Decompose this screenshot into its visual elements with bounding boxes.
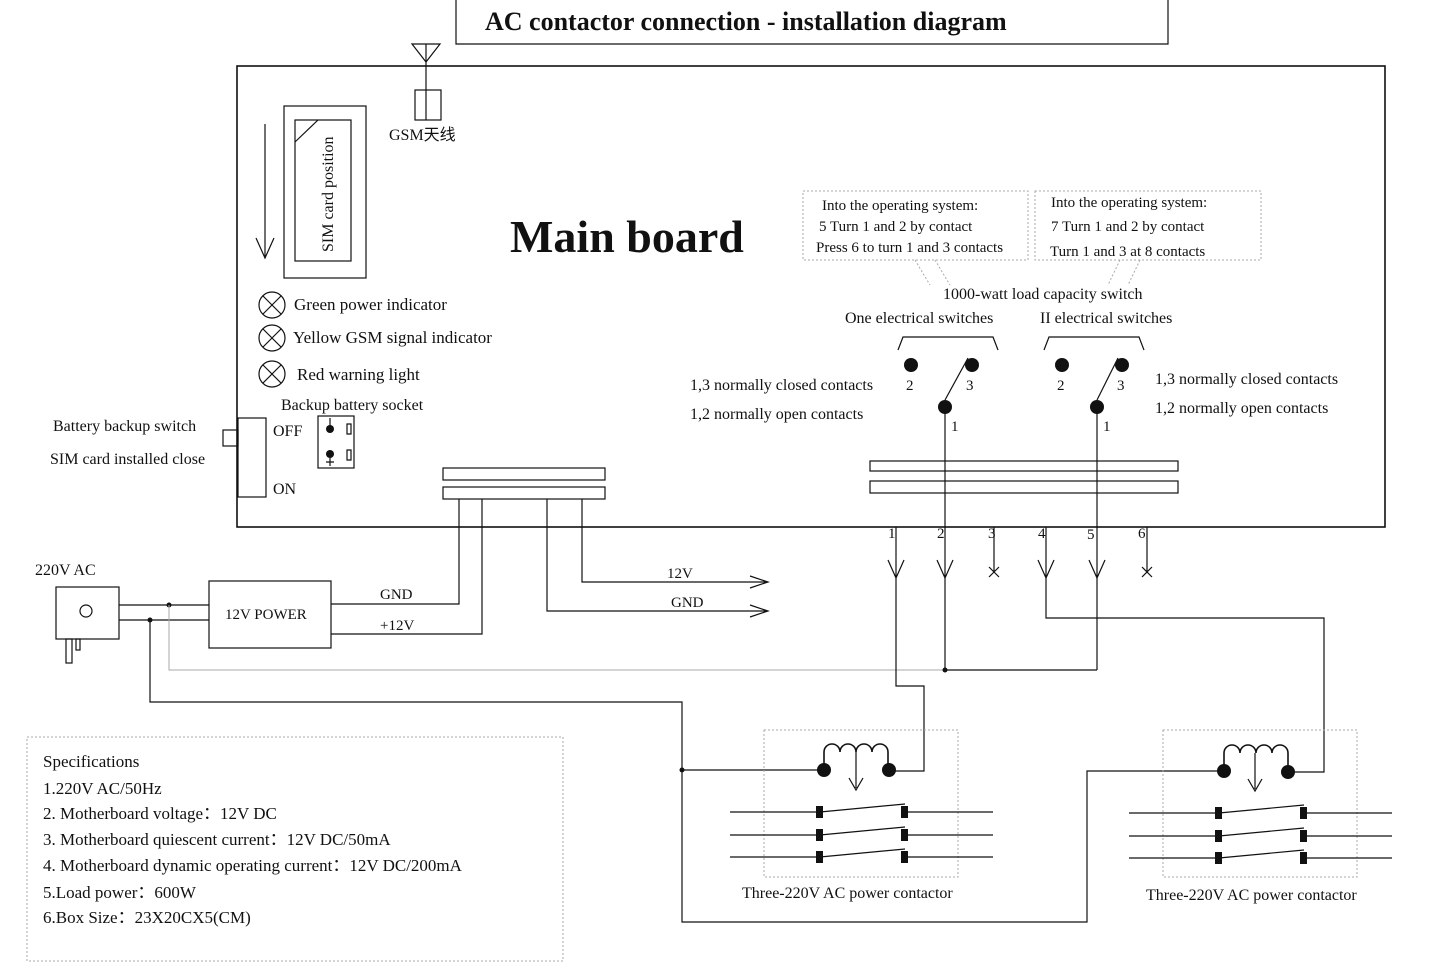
switch-on-label: ON bbox=[273, 481, 297, 498]
g2-pin-2: 2 bbox=[1057, 378, 1065, 394]
relay-connector-top bbox=[869, 460, 1179, 472]
g1-pin-1: 1 bbox=[951, 419, 959, 435]
contactor-2 bbox=[1129, 729, 1392, 878]
battery-backup-switch bbox=[222, 417, 267, 498]
terminal-2: 2 bbox=[937, 526, 945, 542]
g1-pin-2: 2 bbox=[906, 378, 914, 394]
operating-note-1: Into the operating system: 5 Turn 1 and … bbox=[802, 190, 1029, 286]
terminal-4: 4 bbox=[1038, 526, 1046, 542]
contactor-1 bbox=[730, 729, 993, 878]
spec-item-5: 5.Load power：600W bbox=[43, 883, 197, 902]
ac-plug-icon bbox=[55, 586, 120, 664]
spec-item-2: 2. Motherboard voltage：12V DC bbox=[43, 804, 277, 823]
connector-strip-bottom bbox=[442, 486, 606, 500]
load-capacity-label: 1000-watt load capacity switch bbox=[943, 286, 1143, 303]
gnd-in-label: GND bbox=[380, 587, 413, 603]
terminal-1: 1 bbox=[888, 526, 896, 542]
out-gnd-label: GND bbox=[671, 595, 704, 611]
main-board-outline bbox=[236, 65, 1386, 528]
diagram-title: AC contactor connection - installation d… bbox=[485, 7, 1007, 36]
terminal-5: 5 bbox=[1087, 527, 1095, 543]
terminal-leads bbox=[887, 413, 1153, 580]
indicator-yellow-icon bbox=[258, 324, 286, 352]
battery-socket-icon bbox=[317, 415, 355, 469]
spec-item-3: 3. Motherboard quiescent current：12V DC/… bbox=[43, 830, 391, 849]
power-supply-label: 12V POWER bbox=[225, 607, 307, 623]
switch-group-1: 2 3 1 bbox=[897, 336, 999, 435]
g1-no-label: 1,2 normally open contacts bbox=[690, 406, 863, 423]
contactor-1-label: Three-220V AC power contactor bbox=[742, 885, 953, 902]
relay-connector-bottom bbox=[869, 480, 1179, 494]
connector-strip-top bbox=[442, 467, 606, 481]
power-supply-box bbox=[208, 580, 332, 649]
contactor-2-label: Three-220V AC power contactor bbox=[1146, 887, 1357, 904]
note2-line1: Into the operating system: bbox=[1051, 195, 1207, 211]
ac-label: 220V AC bbox=[35, 562, 96, 579]
note2-line3: Turn 1 and 3 at 8 contacts bbox=[1050, 244, 1205, 260]
specifications-heading: Specifications bbox=[43, 752, 139, 771]
indicator-green-label: Green power indicator bbox=[294, 295, 447, 314]
g2-nc-label: 1,3 normally closed contacts bbox=[1155, 371, 1338, 388]
spec-item-6: 6.Box Size：23X20CX5(CM) bbox=[43, 908, 251, 927]
note1-line2: 5 Turn 1 and 2 by contact bbox=[819, 219, 973, 235]
title-box: AC contactor connection - installation d… bbox=[455, 0, 1169, 45]
indicator-red-icon bbox=[258, 360, 286, 388]
switch-group-2: 2 3 1 bbox=[1043, 336, 1145, 435]
g1-nc-label: 1,3 normally closed contacts bbox=[690, 377, 873, 394]
indicator-yellow-label: Yellow GSM signal indicator bbox=[293, 328, 492, 347]
switch-group-1-name: One electrical switches bbox=[845, 310, 993, 327]
note1-line1: Into the operating system: bbox=[822, 198, 978, 214]
battery-switch-label-line1: Battery backup switch bbox=[53, 418, 196, 435]
note2-line2: 7 Turn 1 and 2 by contact bbox=[1051, 219, 1205, 235]
note1-line3: Press 6 to turn 1 and 3 contacts bbox=[816, 240, 1003, 256]
sim-card-label: SIM card position bbox=[320, 136, 337, 252]
antenna-label: GSM天线 bbox=[389, 126, 456, 144]
power-wiring bbox=[119, 499, 1325, 923]
g2-no-label: 1,2 normally open contacts bbox=[1155, 400, 1328, 417]
sim-card-slot bbox=[255, 105, 367, 279]
switch-off-label: OFF bbox=[273, 423, 302, 440]
switch-group-2-name: II electrical switches bbox=[1040, 310, 1172, 327]
g1-pin-3: 3 bbox=[966, 378, 974, 394]
indicator-green-icon bbox=[258, 291, 286, 319]
main-board-label: Main board bbox=[510, 211, 744, 262]
out-12v-label: 12V bbox=[667, 566, 693, 582]
backup-battery-socket-label: Backup battery socket bbox=[281, 397, 424, 414]
terminal-6: 6 bbox=[1138, 526, 1146, 542]
operating-note-2: Into the operating system: 7 Turn 1 and … bbox=[1034, 190, 1262, 286]
specifications-box: Specifications 1.220V AC/50Hz 2. Motherb… bbox=[26, 736, 564, 962]
gsm-antenna-icon bbox=[410, 43, 442, 121]
indicator-red-label: Red warning light bbox=[297, 365, 420, 384]
g2-pin-1: 1 bbox=[1103, 419, 1111, 435]
spec-item-1: 1.220V AC/50Hz bbox=[43, 779, 162, 798]
plus12-in-label: +12V bbox=[380, 618, 414, 634]
terminal-3: 3 bbox=[988, 526, 996, 542]
spec-item-4: 4. Motherboard dynamic operating current… bbox=[43, 856, 463, 875]
battery-switch-label-line2: SIM card installed close bbox=[50, 451, 205, 468]
g2-pin-3: 3 bbox=[1117, 378, 1125, 394]
